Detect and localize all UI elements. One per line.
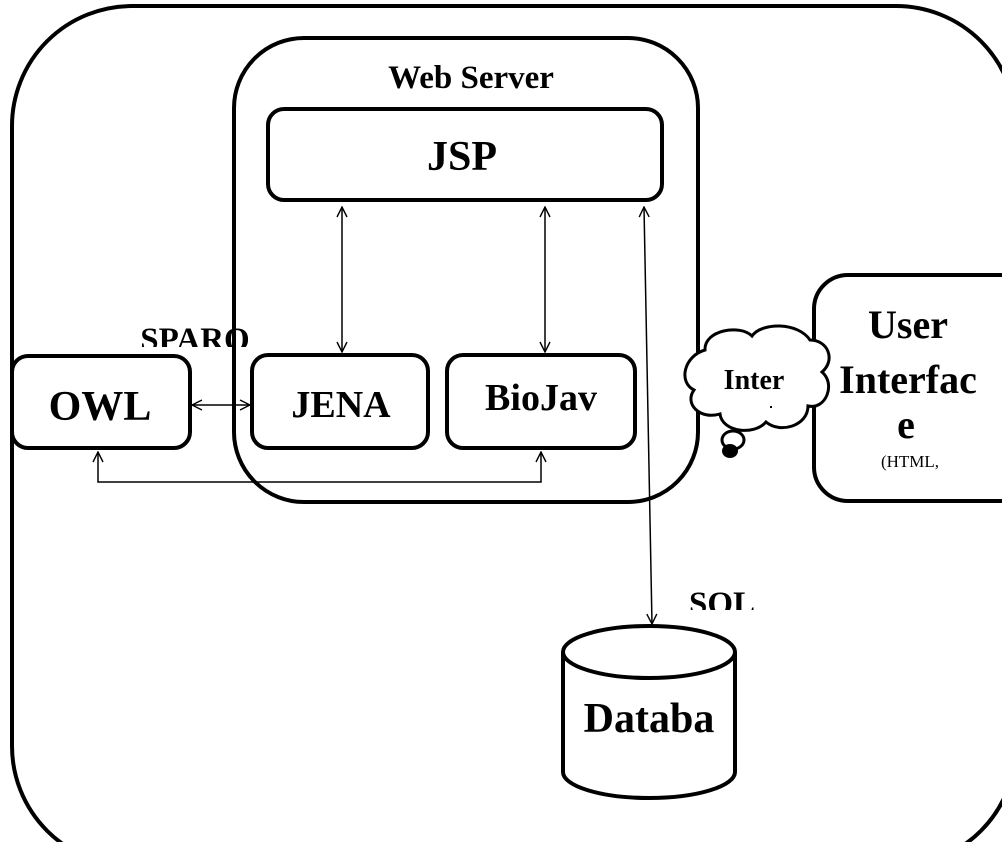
user-interface-line1: User [868, 302, 948, 347]
owl-box [10, 354, 192, 450]
user-interface-line2: Interfac [839, 357, 977, 402]
user-interface-line3: e [897, 402, 915, 447]
jena-box [250, 353, 430, 450]
database-cylinder [561, 624, 737, 800]
database-label: Databa [584, 696, 715, 742]
user-interface-sub: (HTML, [881, 452, 939, 471]
arrow-jsp-database [644, 207, 652, 624]
internet-dot [770, 406, 772, 408]
jena-label: JENA [291, 384, 391, 426]
owl-label: OWL [49, 384, 152, 430]
jsp-box [266, 107, 664, 202]
arrow-owl-biojava [98, 452, 541, 483]
sparql-label: SPARQ [140, 322, 249, 358]
biojava-box [445, 353, 637, 450]
sql-label: SQL [689, 586, 755, 622]
jsp-label: JSP [427, 134, 497, 180]
biojava-label: BioJav [485, 377, 597, 419]
internet-label: Inter [724, 365, 785, 396]
web-server-label: Web Server [388, 60, 554, 96]
internet-cloud [683, 324, 831, 458]
